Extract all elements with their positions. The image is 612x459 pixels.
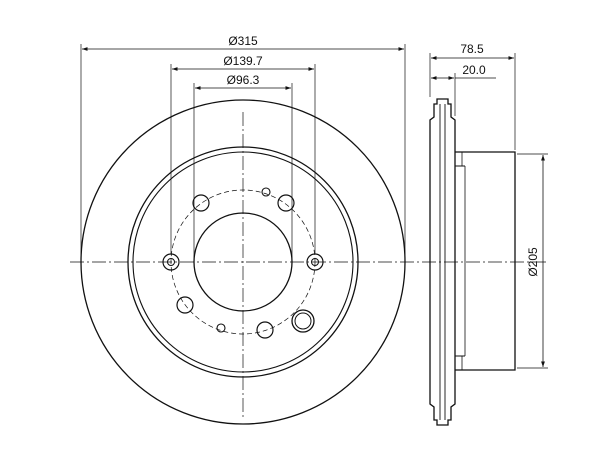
stud-hole [192, 194, 210, 212]
hat-outer-edge [132, 151, 354, 373]
side-view-dimensions [429, 53, 548, 369]
center-bore-label: Ø96.3 [227, 73, 260, 87]
hat-diameter-label: Ø205 [526, 247, 540, 277]
balance-hole [291, 309, 315, 333]
stud-hole [176, 296, 194, 314]
screw-hole [216, 323, 226, 333]
thickness-label: 20.0 [462, 63, 486, 77]
front-view [70, 99, 548, 425]
outer-diameter-label: Ø315 [228, 34, 258, 48]
stud-hole [277, 194, 295, 212]
bolt-circle [170, 189, 316, 335]
front-view-dimensions [80, 44, 406, 262]
bolt-circle-label: Ø139.7 [223, 54, 263, 68]
friction-ring-outline [429, 98, 456, 426]
side-view [429, 98, 516, 426]
hat-outline [455, 151, 516, 371]
stud-hole [256, 321, 274, 339]
screw-hole [261, 187, 271, 197]
friction-ring-inner-edge [127, 146, 359, 378]
total-height-label: 78.5 [460, 42, 484, 56]
